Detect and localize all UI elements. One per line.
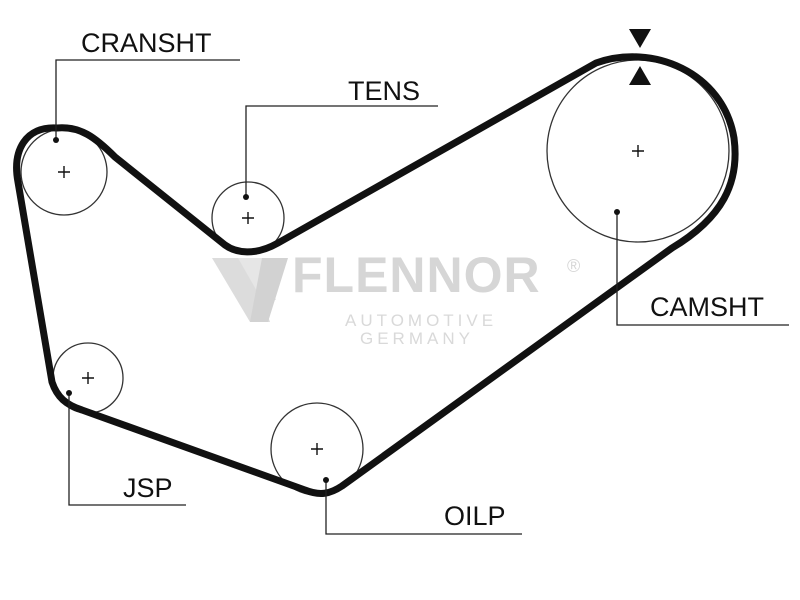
leader-lines (55, 59, 789, 535)
watermark-logo (212, 258, 288, 322)
label-oilp: OILP (444, 501, 506, 531)
leader-tens (245, 105, 438, 197)
timing-mark-arrows (629, 29, 651, 85)
watermark-line1: AUTOMOTIVE (345, 311, 497, 330)
timing-mark-down-arrow (629, 29, 651, 48)
timing-belt (13, 53, 739, 497)
watermark-brand: FLENNOR (292, 247, 541, 303)
leader-jsp (68, 393, 186, 506)
label-camsht: CAMSHT (650, 292, 764, 322)
leader-oilp (325, 480, 522, 535)
label-cranksht: CRANSHT (81, 28, 212, 58)
watermark-line2: GERMANY (360, 329, 474, 348)
leader-cranksht (55, 59, 240, 140)
watermark: FLENNOR ® AUTOMOTIVE GERMANY (212, 247, 580, 348)
leader-camsht (616, 212, 789, 326)
label-tens: TENS (348, 76, 420, 106)
anchor-dots (53, 137, 620, 483)
label-jsp: JSP (123, 473, 173, 503)
watermark-registered: ® (567, 256, 580, 276)
timing-mark-up-arrow (629, 66, 651, 85)
pulley-camshaft (546, 59, 730, 243)
